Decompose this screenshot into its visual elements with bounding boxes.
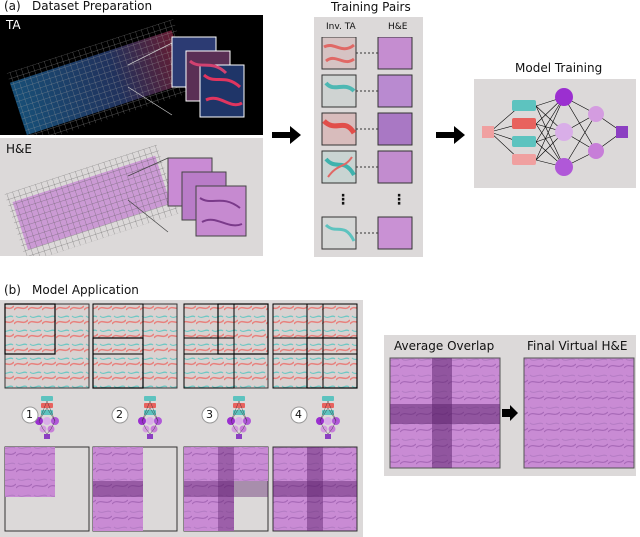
result-images [389,357,635,469]
step-2-badge [111,406,129,424]
right-arrow-icon [436,126,465,144]
section-b-title: Model Application [32,283,139,297]
step-1-output [4,446,90,532]
ta-patch-stack [171,36,245,118]
step-1-number: 1 [26,408,33,421]
step-4-input [272,303,358,389]
pair-row-2 [321,74,413,108]
he-label: H&E [6,142,32,156]
model-training-title: Model Training [515,61,603,75]
pair-row-4 [321,150,413,184]
right-arrow-icon [502,405,518,421]
step-3-output [183,446,269,532]
section-a-label: (a) [4,0,21,13]
ta-label: TA [6,18,21,32]
he-tissue-illustration [4,144,247,256]
neural-network-icon [482,88,628,176]
training-pairs-grid [321,37,413,250]
ta-panel [0,15,263,135]
step-4-number: 4 [295,408,302,421]
he-patch-stack [167,157,247,237]
step-4-badge [290,406,308,424]
step-2-input [92,303,178,389]
step-2-output [92,446,178,532]
step-3-input [183,303,269,389]
step-3-number: 3 [206,408,213,421]
model-application-steps [4,303,358,532]
average-overlap-image [389,357,501,469]
ta-tissue-illustration [6,19,245,135]
section-b-label: (b) [4,283,21,297]
step-3-badge [201,406,219,424]
pair-row-3 [321,112,413,146]
he-panel [0,138,263,256]
training-pairs-dots-left: ⋮ [336,192,350,208]
step-2-number: 2 [116,408,123,421]
training-pairs-col-left: Inv. TA [326,22,356,32]
section-a-title: Dataset Preparation [32,0,153,13]
right-arrow-icon [272,126,301,144]
training-pairs-col-right: H&E [388,22,408,32]
final-virtual-label: Final Virtual H&E [527,339,628,353]
pair-row-5 [321,216,413,250]
average-overlap-label: Average Overlap [394,339,495,353]
step-1-input [4,303,90,389]
step-4-output [272,446,358,532]
pair-row-1 [321,37,413,70]
final-virtual-image [523,357,635,469]
model-training-panel [474,79,636,188]
step-1-badge [21,406,39,424]
training-pairs-dots-right: ⋮ [392,192,406,208]
training-pairs-title: Training Pairs [331,0,411,14]
